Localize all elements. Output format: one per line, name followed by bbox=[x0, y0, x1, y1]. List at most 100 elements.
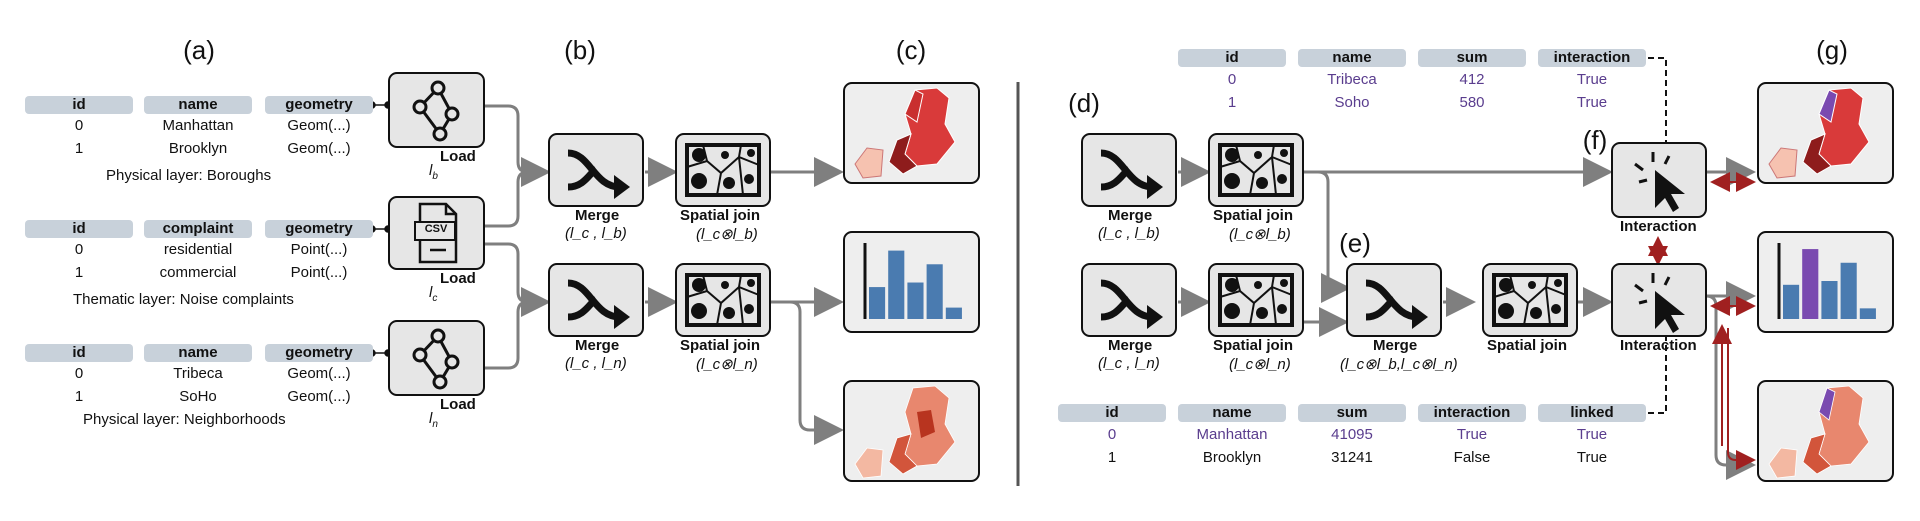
panel-label-a: (a) bbox=[183, 35, 215, 65]
bar-chart-2 bbox=[1757, 231, 1894, 333]
table-cell: Geom(...) bbox=[287, 365, 351, 382]
merge-label: Merge bbox=[1108, 207, 1153, 224]
spatial-join-node[interactable] bbox=[675, 133, 771, 207]
bar-chart-2-svg bbox=[1777, 243, 1876, 319]
spatial-join-label: Spatial join bbox=[1213, 207, 1294, 224]
spatial-join-icon bbox=[685, 143, 761, 197]
merge-icon bbox=[1365, 279, 1428, 329]
bar-1 bbox=[1783, 284, 1800, 319]
merge-label: Merge bbox=[1108, 337, 1153, 354]
table-cell: Brooklyn bbox=[168, 140, 228, 157]
col-header-name: name bbox=[1178, 404, 1286, 422]
bar-chart-1 bbox=[843, 231, 980, 333]
panel-label-e: (e) bbox=[1339, 228, 1371, 258]
csv-label: CSV bbox=[424, 223, 448, 235]
col-header-id: id bbox=[1178, 49, 1286, 67]
graph-icon bbox=[412, 328, 460, 390]
load-label: Load bbox=[440, 270, 476, 287]
spatial-join-icon bbox=[1218, 273, 1294, 327]
spatial-join-node[interactable] bbox=[1208, 263, 1304, 337]
col-header-sum: sum bbox=[1298, 404, 1406, 422]
spatial-join-args: (l_c⊗l_b) bbox=[1229, 226, 1291, 243]
spatial-join-node-e[interactable] bbox=[1482, 263, 1578, 337]
merge-node[interactable] bbox=[548, 263, 644, 337]
col-header-complaint: complaint bbox=[144, 220, 252, 238]
map-neighborhoods-graphic bbox=[854, 385, 956, 479]
load-node-boroughs[interactable] bbox=[388, 72, 485, 148]
spatial-join-node[interactable] bbox=[675, 263, 771, 337]
table-cell: 0 bbox=[1107, 426, 1117, 443]
col-header-interaction: interaction bbox=[1538, 49, 1646, 67]
table-cell: True bbox=[1456, 426, 1488, 443]
interaction-label: Interaction bbox=[1620, 218, 1697, 235]
bar-2 bbox=[1802, 249, 1819, 319]
merge-icon bbox=[567, 149, 630, 199]
bar-4 bbox=[1840, 262, 1857, 319]
table-cell: Point(...) bbox=[290, 264, 348, 281]
table-cell: False bbox=[1453, 449, 1491, 466]
spatial-join-label: Spatial join bbox=[680, 207, 761, 224]
map-neighborhoods-linked-graphic bbox=[1768, 385, 1870, 479]
merge-label: Merge bbox=[575, 337, 620, 354]
col-header-sum: sum bbox=[1418, 49, 1526, 67]
col-header-interaction: interaction bbox=[1418, 404, 1526, 422]
bar-chart-1-svg bbox=[863, 243, 962, 319]
merge-icon bbox=[1100, 279, 1163, 329]
col-header-id: id bbox=[25, 96, 133, 114]
merge-args: (l_c , l_b) bbox=[565, 225, 627, 242]
load-label: Load bbox=[440, 396, 476, 413]
merge-node[interactable] bbox=[548, 133, 644, 207]
load-sublabel-n: ln bbox=[429, 410, 438, 430]
cursor-click-icon bbox=[1634, 273, 1685, 333]
load-node-complaints[interactable]: CSV bbox=[388, 196, 485, 270]
col-header-name: name bbox=[144, 344, 252, 362]
merge-args: (l_c , l_n) bbox=[565, 355, 627, 372]
table-cell: Geom(...) bbox=[287, 117, 351, 134]
load-label: Load bbox=[440, 148, 476, 165]
table-caption: Physical layer: Neighborhoods bbox=[83, 411, 286, 428]
table-cell: True bbox=[1576, 71, 1608, 88]
table-cell: True bbox=[1576, 94, 1608, 111]
table-cell: 0 bbox=[74, 117, 84, 134]
load-sublabel-b: lb bbox=[429, 162, 438, 182]
interaction-node-top[interactable] bbox=[1611, 142, 1707, 218]
col-header-geometry: geometry bbox=[265, 344, 373, 362]
bar-5 bbox=[1859, 308, 1876, 319]
map-boroughs-linked-graphic bbox=[1768, 87, 1870, 179]
table-cell: 31241 bbox=[1331, 449, 1373, 466]
table-cell: Manhattan bbox=[1196, 426, 1268, 443]
table-cell: 1 bbox=[74, 264, 84, 281]
table-caption: Physical layer: Boroughs bbox=[106, 167, 272, 184]
choropleth-map-neighborhoods-linked bbox=[1757, 380, 1894, 482]
table-cell: 0 bbox=[74, 241, 84, 258]
table-cell: 0 bbox=[74, 365, 84, 382]
table-cell: 1 bbox=[74, 388, 84, 405]
merge-label: Merge bbox=[575, 207, 620, 224]
dashed-links bbox=[1648, 57, 1667, 414]
map-boroughs-graphic bbox=[854, 87, 956, 179]
spatial-join-label: Spatial join bbox=[1213, 337, 1294, 354]
spatial-join-node[interactable] bbox=[1208, 133, 1304, 207]
panel-label-g: (g) bbox=[1816, 35, 1848, 65]
bar-2 bbox=[888, 250, 905, 319]
table-cell: Brooklyn bbox=[1202, 449, 1262, 466]
table-cell: 0 bbox=[1227, 71, 1237, 88]
col-header-name: name bbox=[144, 96, 252, 114]
table-cell: 1 bbox=[74, 140, 84, 157]
spatial-join-args: (l_c⊗l_n) bbox=[1229, 356, 1291, 373]
bar-5 bbox=[945, 307, 962, 319]
merge-args: (l_c , l_b) bbox=[1098, 225, 1160, 242]
spatial-join-label: Spatial join bbox=[1487, 337, 1568, 354]
merge-node[interactable] bbox=[1081, 133, 1177, 207]
interaction-node-bottom[interactable] bbox=[1611, 263, 1707, 337]
merge-node[interactable] bbox=[1081, 263, 1177, 337]
merge-icon bbox=[1100, 149, 1163, 199]
merge-node-e[interactable] bbox=[1346, 263, 1442, 337]
col-header-id: id bbox=[25, 344, 133, 362]
load-node-neighborhoods[interactable] bbox=[388, 320, 485, 396]
panel-label-f: (f) bbox=[1582, 125, 1608, 155]
cursor-click-icon bbox=[1634, 152, 1685, 212]
table-cell: Tribeca bbox=[1327, 71, 1377, 88]
table-caption: Thematic layer: Noise complaints bbox=[73, 291, 294, 308]
